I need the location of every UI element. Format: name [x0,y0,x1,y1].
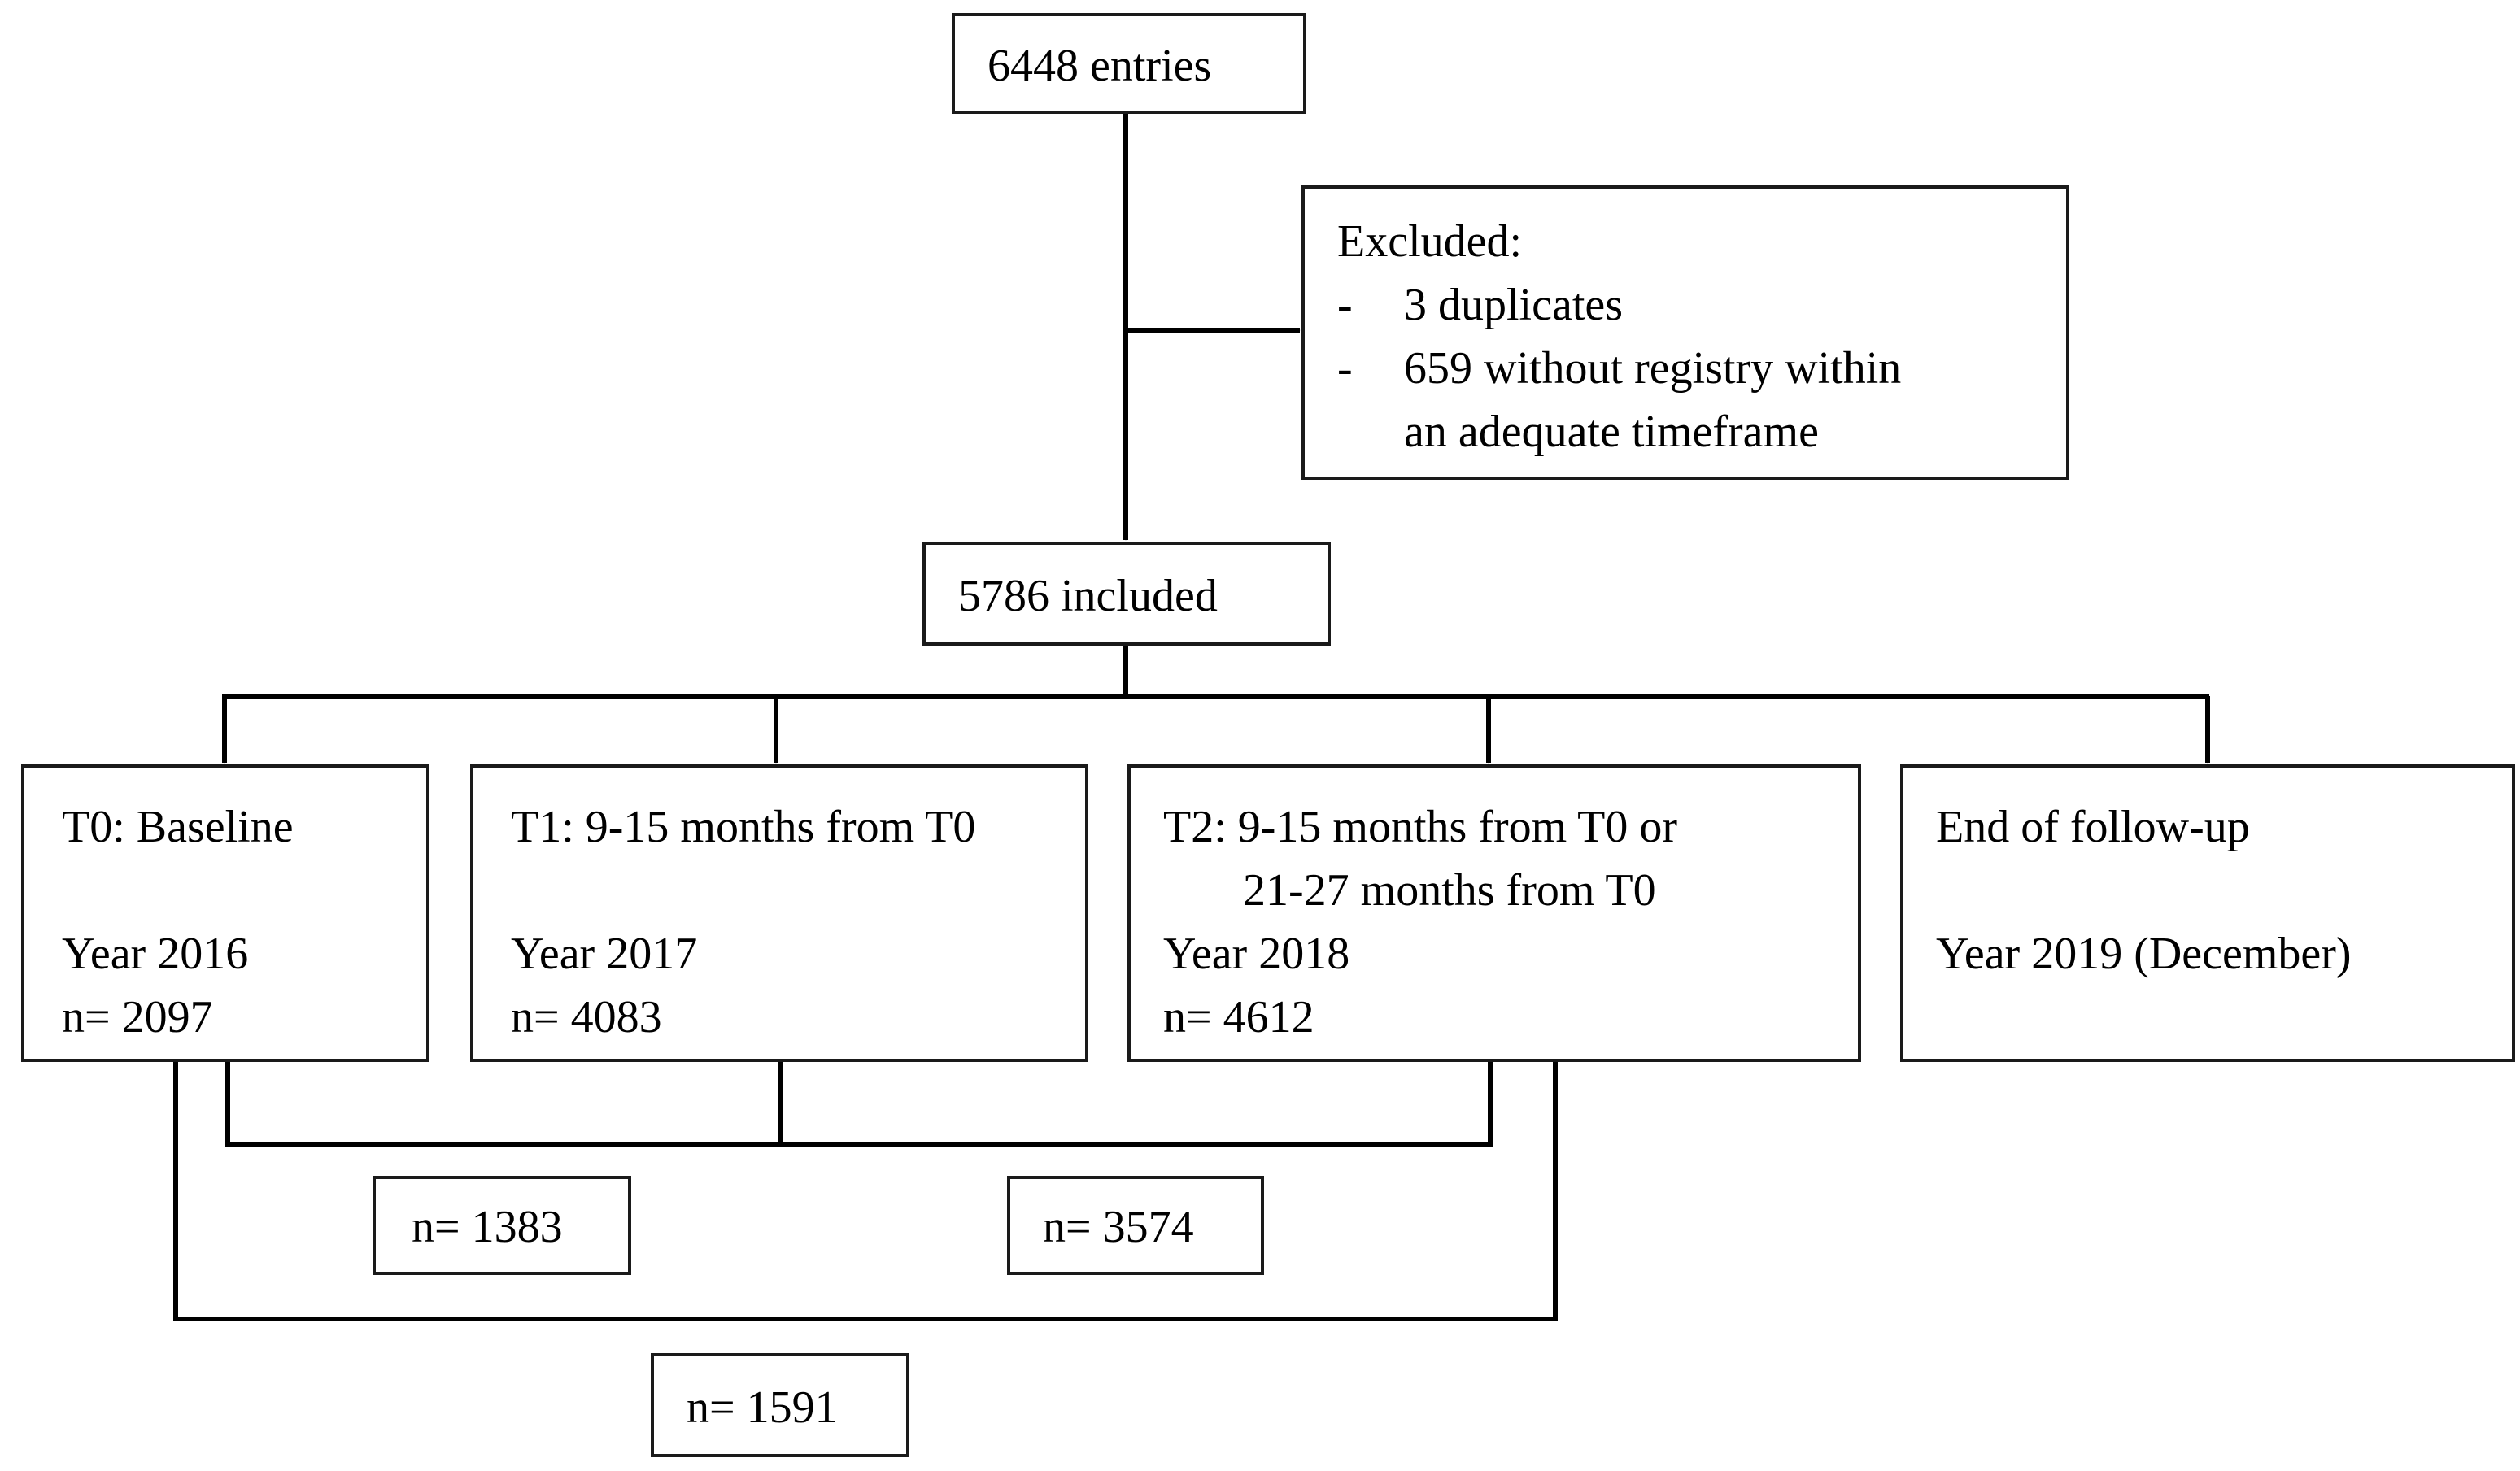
overlap-t0-t2-n: n= 1591 [687,1382,838,1433]
t1-title: T1: 9-15 months from T0 [511,802,976,852]
overlap-t1-t2-n: n= 3574 [1043,1202,1194,1252]
dash-bullet: - [1337,343,1353,394]
excluded-item: - 3 duplicates [1337,273,2066,337]
overlap-t0-t1-n: n= 1383 [412,1202,563,1252]
timepoint-t2-box: T2: 9-15 months from T0 or 21-27 months … [1127,764,1861,1062]
excluded-item-continuation: an adequate timeframe [1404,407,1819,457]
t0-n: n= 2097 [62,992,213,1042]
bracket-t0-t2 [173,1062,1558,1321]
spacer [62,859,426,922]
spacer [1936,859,2512,922]
excluded-item: - 659 without registry within [1337,337,2066,400]
excluded-item-continuation-row: an adequate timeframe [1337,400,2066,463]
included-box: 5786 included [922,542,1331,646]
timepoint-t1-box: T1: 9-15 months from T0 Year 2017 n= 408… [470,764,1088,1062]
excluded-heading: Excluded: [1337,216,1523,267]
excluded-item-text: 659 without registry within [1404,343,1902,394]
included-text: 5786 included [958,571,1218,621]
t2-n: n= 4612 [1163,992,1314,1042]
overlap-t1-t2-box: n= 3574 [1007,1176,1264,1275]
t1-year: Year 2017 [511,929,698,979]
excluded-item-text: 3 duplicates [1404,280,1624,330]
bracket-t0-t1-t2 [225,1062,1493,1147]
end-year: Year 2019 (December) [1936,929,2352,979]
t1-n: n= 4083 [511,992,662,1042]
t2-title-continuation: 21-27 months from T0 [1243,865,1656,916]
dash-bullet: - [1337,280,1353,330]
excluded-box: Excluded: - 3 duplicates - 659 without r… [1301,185,2069,480]
t2-title: T2: 9-15 months from T0 or [1163,802,1678,852]
t0-year: Year 2016 [62,929,249,979]
end-title: End of follow-up [1936,802,2250,852]
end-of-follow-up-box: End of follow-up Year 2019 (December) [1900,764,2515,1062]
t2-year: Year 2018 [1163,929,1350,979]
spacer [511,859,1085,922]
entries-box: 6448 entries [952,13,1306,114]
overlap-t0-t2-box: n= 1591 [651,1353,909,1457]
overlap-t0-t1-box: n= 1383 [373,1176,631,1275]
t0-title: T0: Baseline [62,802,294,852]
timepoint-t0-box: T0: Baseline Year 2016 n= 2097 [21,764,429,1062]
entries-text: 6448 entries [988,41,1212,91]
